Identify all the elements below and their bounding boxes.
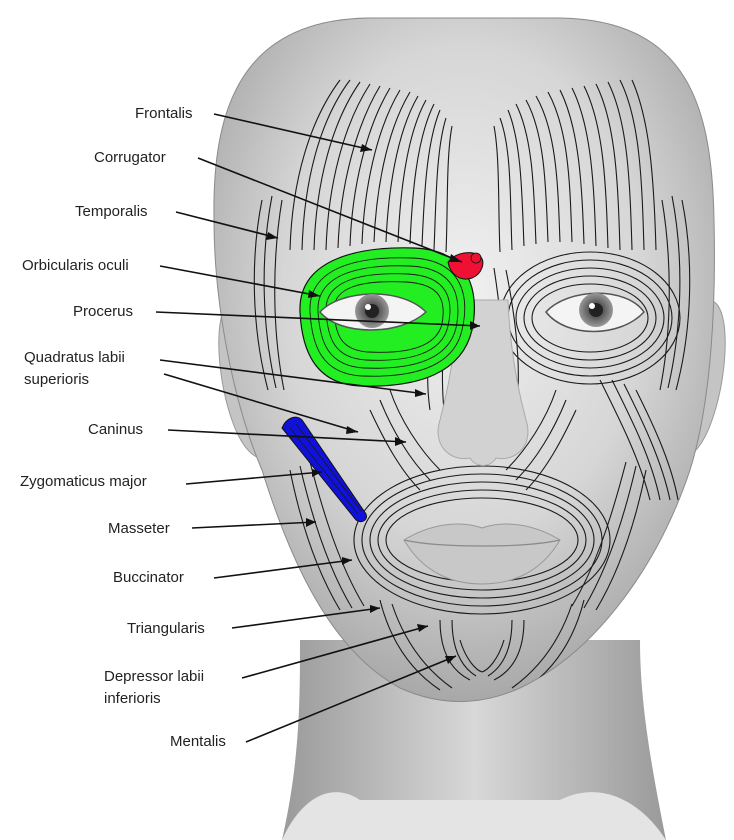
label-quadratus-labii-line1: Quadratus labii xyxy=(24,349,125,366)
labels: Frontalis Corrugator Temporalis Orbicula… xyxy=(20,105,226,750)
label-quadratus-labii-line2: superioris xyxy=(24,371,89,388)
label-depressor-labii-line1: Depressor labii xyxy=(104,668,204,685)
label-triangularis: Triangularis xyxy=(127,620,205,637)
label-procerus: Procerus xyxy=(73,303,133,320)
label-masseter: Masseter xyxy=(108,520,170,537)
label-buccinator: Buccinator xyxy=(113,569,184,586)
label-depressor-labii-line2: inferioris xyxy=(104,690,161,707)
label-mentalis: Mentalis xyxy=(170,733,226,750)
label-caninus: Caninus xyxy=(88,421,143,438)
label-temporalis: Temporalis xyxy=(75,203,148,220)
label-corrugator: Corrugator xyxy=(94,149,166,166)
label-zygomaticus-major: Zygomaticus major xyxy=(20,473,147,490)
label-orbicularis-oculi: Orbicularis oculi xyxy=(22,257,129,274)
label-frontalis: Frontalis xyxy=(135,105,193,122)
